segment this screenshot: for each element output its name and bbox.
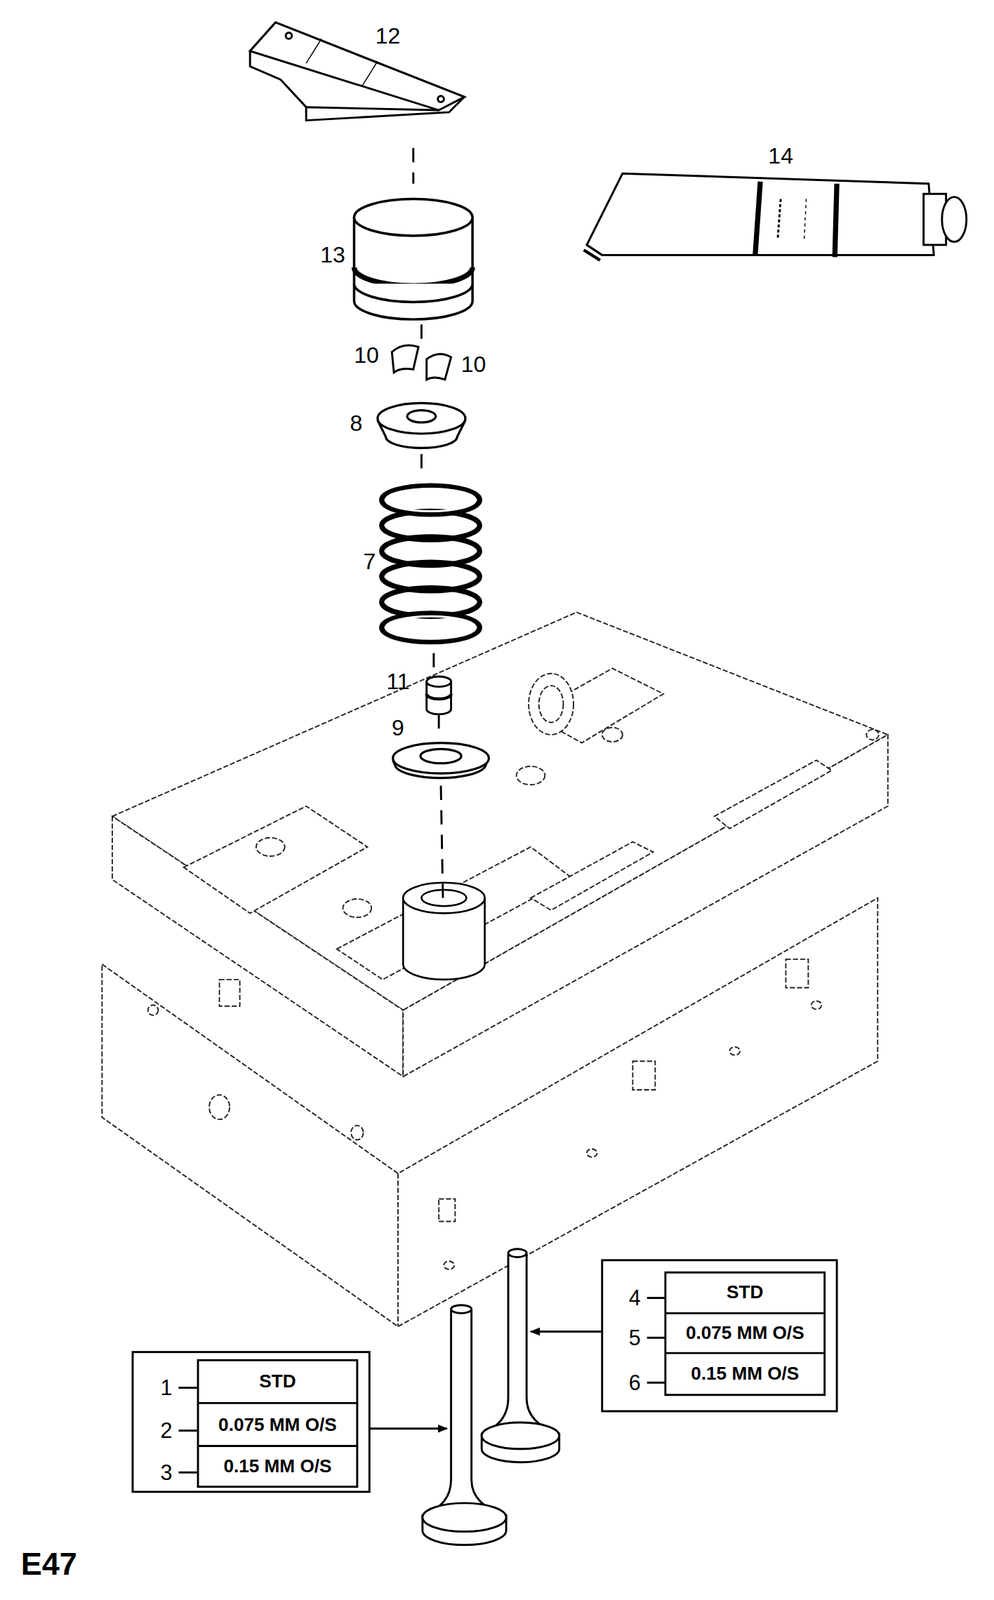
callout-number: 5 [628,1327,641,1350]
callout-number: 3 [160,1462,172,1484]
table-cell: 0.075 MM O/S [218,1415,337,1434]
table-cell: 0.075 MM O/S [685,1323,805,1343]
callout-number: 10 [353,343,380,367]
figure-code: E47 [21,1548,78,1581]
callout-number: 10 [461,353,487,376]
callout-number: 14 [767,144,794,168]
callout-number: 4 [628,1287,641,1310]
table-cell: 0.15 MM O/S [690,1364,799,1383]
callout-number: 1 [160,1377,172,1400]
callout-number: 12 [375,24,401,48]
table-cell: STD [259,1372,296,1391]
callout-number: 11 [386,670,410,693]
callout-number: 9 [391,716,405,740]
callout-number: 13 [320,243,346,267]
callout-number: 2 [160,1420,172,1442]
callout-number: 8 [349,412,363,435]
table-cell: STD [726,1282,764,1301]
table-cell: 0.15 MM O/S [223,1457,332,1476]
callout-number: 6 [628,1372,641,1395]
callout-number: 7 [362,550,376,573]
